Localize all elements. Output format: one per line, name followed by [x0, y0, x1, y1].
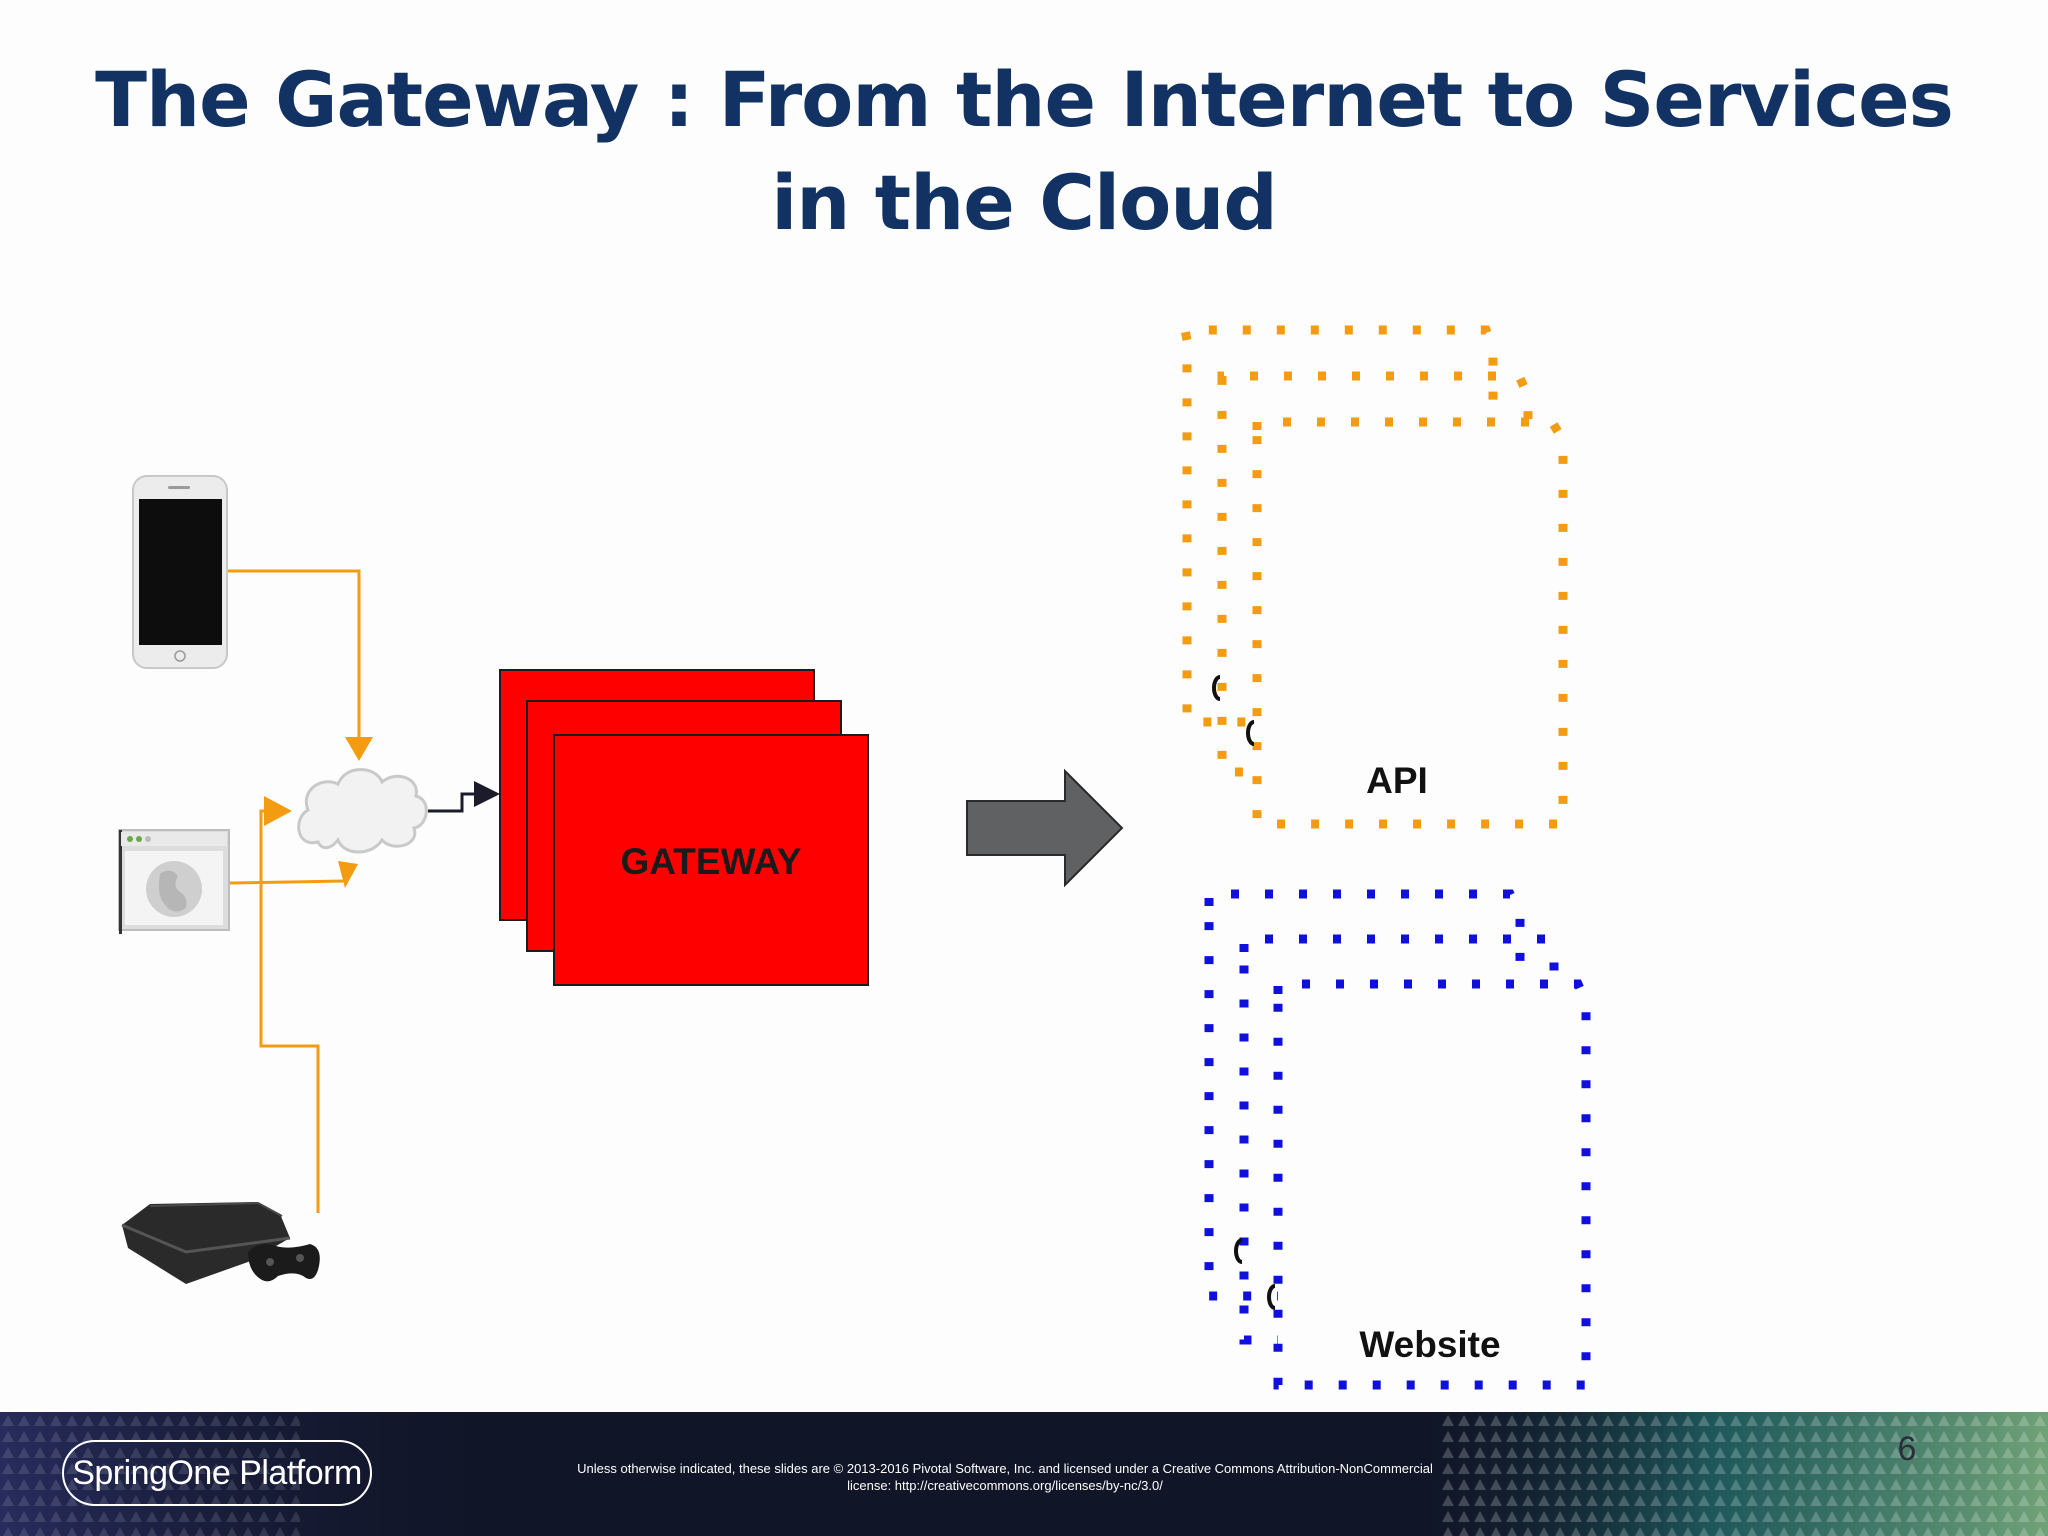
slide-title: The Gateway : From the Internet to Servi… — [95, 55, 1954, 247]
footer-pattern — [0, 1412, 2048, 1536]
architecture-diagram: GATEWAY API Website — [118, 325, 1591, 1390]
api-label: API — [1366, 760, 1428, 801]
cloud-to-gateway-connector — [428, 781, 500, 813]
gateway-stack: GATEWAY — [499, 669, 869, 986]
website-service-stack: Website — [1204, 889, 1591, 1390]
website-label: Website — [1359, 1324, 1500, 1365]
right-arrow-icon — [966, 768, 1124, 888]
api-service-stack: API — [1179, 325, 1568, 829]
game-console-icon — [121, 1201, 320, 1284]
internet-cloud-icon — [297, 768, 428, 854]
license-text: Unless otherwise indicated, these slides… — [577, 1461, 1433, 1493]
page-number: 6 — [1897, 1430, 1917, 1468]
slide-footer: SpringOne Platform Unless otherwise indi… — [0, 1412, 2048, 1536]
browser-icon — [118, 829, 230, 934]
connector-lines — [228, 569, 373, 1213]
logo-text: SpringOne Platform — [72, 1454, 362, 1492]
smartphone-icon — [132, 475, 228, 669]
springone-logo: SpringOne Platform — [62, 1440, 372, 1506]
gateway-label: GATEWAY — [621, 841, 802, 882]
